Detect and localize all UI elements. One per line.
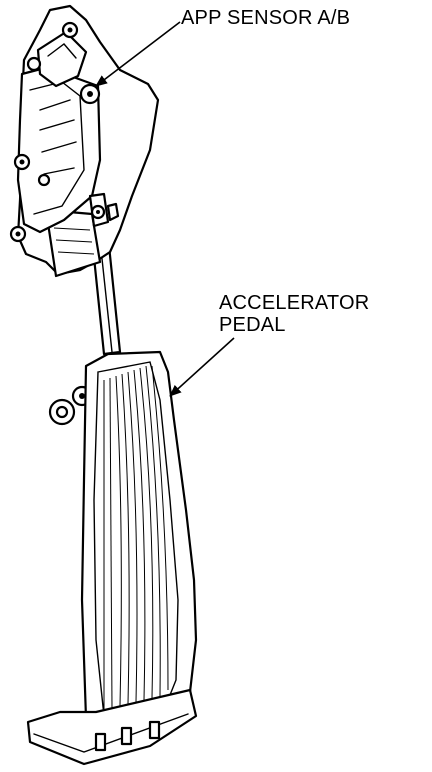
accelerator-pedal-leader (169, 337, 235, 397)
accelerator-pedal-label-line2: PEDAL (219, 314, 286, 336)
pedal-pad (26, 350, 198, 766)
accelerator-pedal-label-line1: ACCELERATOR (219, 292, 370, 314)
app-sensor-housing (9, 4, 160, 278)
app-sensor-leader (95, 21, 181, 87)
accelerator-pedal-label: ACCELERATOR PEDAL (219, 292, 369, 336)
app-sensor-label: APP SENSOR A/B (181, 7, 351, 29)
